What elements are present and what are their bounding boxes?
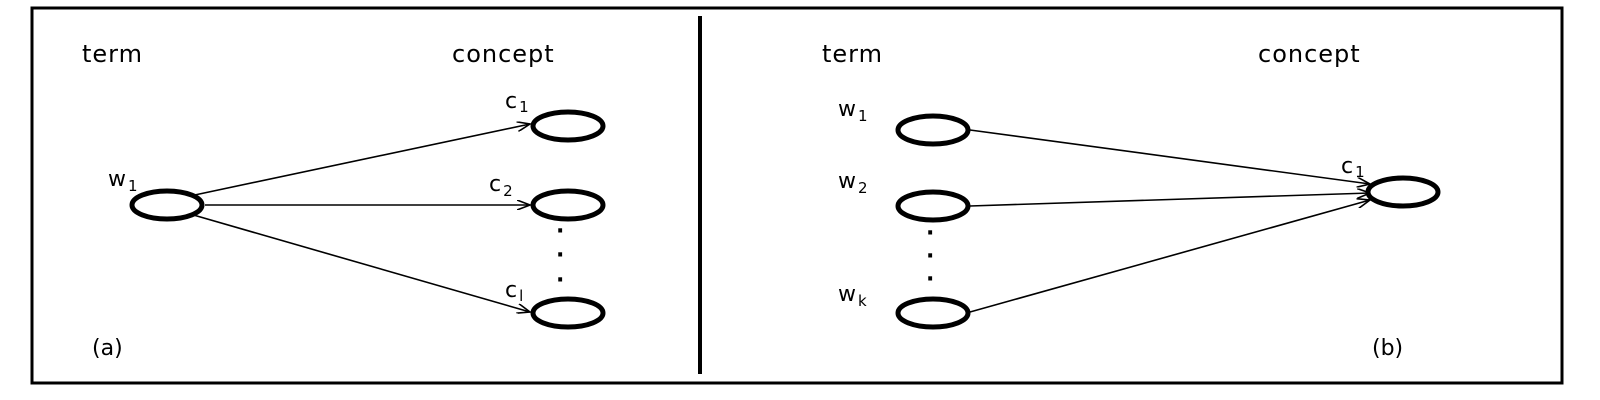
panel-b-ellipsis-3: · xyxy=(926,267,934,292)
concept-node-c2 xyxy=(530,188,606,222)
panel-a-term-heading: term xyxy=(82,40,143,68)
panel-a-ellipsis-2: · xyxy=(556,243,564,268)
edge-w1-c1 xyxy=(189,124,530,197)
panel-b-concept-heading: concept xyxy=(1258,40,1361,68)
term-node-w2-b xyxy=(895,189,971,223)
panel-b-term-heading: term xyxy=(822,40,883,68)
term-node-w1 xyxy=(129,188,205,222)
panel-a-concept-heading: concept xyxy=(452,40,555,68)
panel-b-ellipsis-2: · xyxy=(926,244,934,269)
concept-node-c1-b xyxy=(1365,175,1441,209)
concept-node-cl xyxy=(530,296,606,330)
panel-b-label: (b) xyxy=(1372,336,1403,361)
diagram-frame xyxy=(30,6,1564,385)
panel-a-ellipsis-3: · xyxy=(556,268,564,293)
edge-w1-c1-b xyxy=(969,129,1370,184)
panel-a-ellipsis-1: · xyxy=(556,219,564,244)
panel-b-ellipsis-1: · xyxy=(926,221,934,246)
panel-a-label: (a) xyxy=(92,336,123,361)
edge-w1-cl xyxy=(189,213,530,312)
edge-wk-c1-b xyxy=(969,200,1370,313)
term-node-wk-b xyxy=(895,296,971,330)
concept-node-c1 xyxy=(530,109,606,143)
edge-w2-c1-b xyxy=(969,193,1370,207)
term-node-w1-b xyxy=(895,113,971,147)
